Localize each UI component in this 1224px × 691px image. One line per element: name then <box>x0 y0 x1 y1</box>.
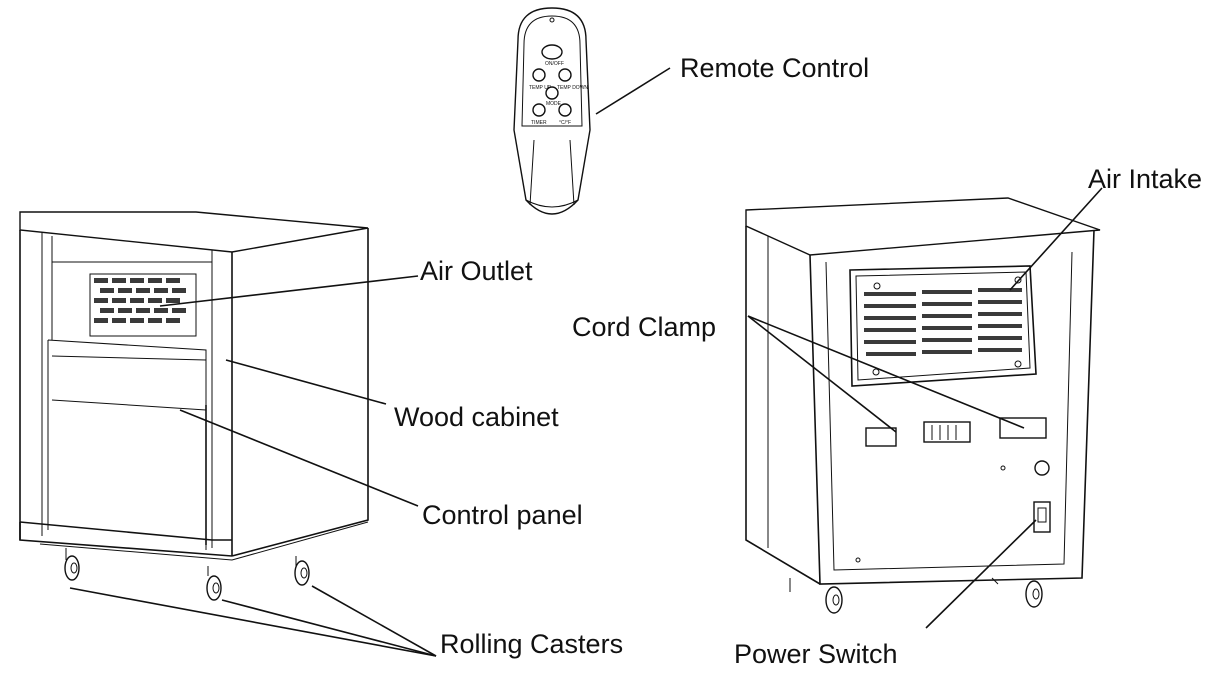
front-caster-right <box>294 556 310 586</box>
air-outlet-grill <box>94 278 186 323</box>
remote-tempdown-label: TEMP DOWN <box>557 85 588 91</box>
leader-cord-clamp-left <box>747 315 897 433</box>
remote-tempup-label: TEMP UP <box>529 85 552 91</box>
remote-timer-label: TIMER <box>531 120 547 126</box>
cord-clamp-left <box>865 427 897 447</box>
temp-down-button-icon <box>558 68 572 82</box>
power-switch-icon <box>1033 501 1051 533</box>
leader-air-intake <box>1009 187 1103 291</box>
leader-caster-middle <box>221 599 437 657</box>
front-caster-middle <box>206 566 222 601</box>
leader-caster-left <box>69 587 437 657</box>
front-heater <box>19 211 369 601</box>
remote-cf-label: °C/°F <box>559 120 571 126</box>
timer-button-icon <box>532 103 546 117</box>
temp-up-button-icon <box>532 68 546 82</box>
leader-air-outlet <box>159 275 419 307</box>
mode-button-icon <box>545 86 559 100</box>
label-power-switch: Power Switch <box>734 639 898 669</box>
remote-mode-label: MODE <box>546 101 562 107</box>
label-cord-clamp: Cord Clamp <box>572 312 717 342</box>
leader-control-panel <box>179 409 419 507</box>
cord-connector <box>923 421 971 443</box>
back-caster-left <box>789 578 843 614</box>
leader-lines <box>69 67 1103 657</box>
label-air-intake: Air Intake <box>1088 164 1203 194</box>
reset-knob-icon <box>1034 460 1050 476</box>
label-rolling-casters: Rolling Casters <box>440 629 624 659</box>
power-button-icon <box>541 44 563 60</box>
label-control-panel: Control panel <box>422 500 583 530</box>
leader-remote-control <box>595 67 671 115</box>
leader-wood-cabinet <box>225 359 387 405</box>
leader-cord-clamp-right <box>747 315 1025 429</box>
cf-button-icon <box>558 103 572 117</box>
label-remote-control: Remote Control <box>680 53 870 83</box>
label-air-outlet: Air Outlet <box>420 256 533 286</box>
leader-caster-right <box>311 585 437 657</box>
remote-control: ON/OFF TEMP UP TEMP DOWN MODE TIMER °C/°… <box>513 7 591 215</box>
back-heater <box>745 197 1101 614</box>
back-caster-right <box>991 577 1043 608</box>
leader-power-switch <box>925 519 1037 629</box>
front-caster-left <box>64 548 80 581</box>
remote-onoff-label: ON/OFF <box>545 61 564 67</box>
air-intake-grill <box>864 288 1022 356</box>
label-wood-cabinet: Wood cabinet <box>394 402 559 432</box>
